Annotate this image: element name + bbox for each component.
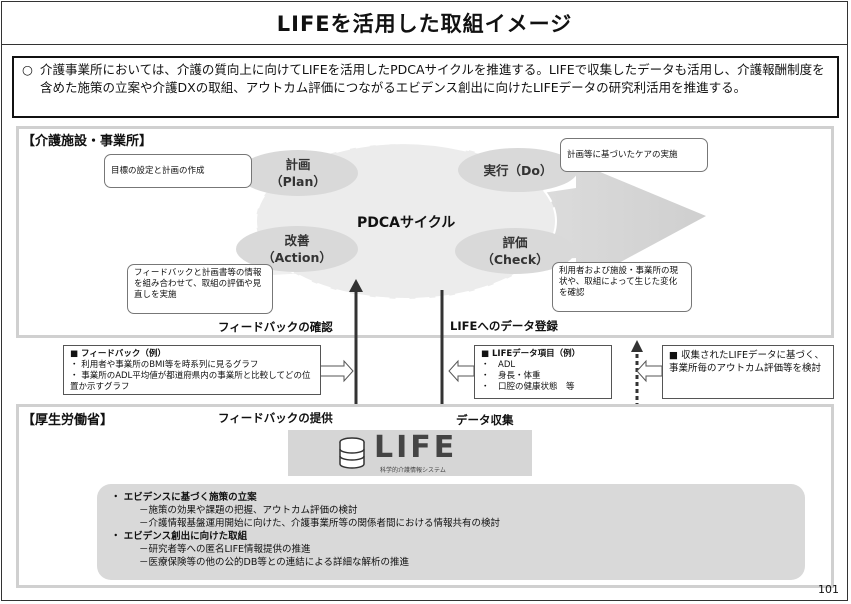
act-title: 改善 xyxy=(284,233,310,248)
life-items-hollow-arrow-icon xyxy=(448,359,475,383)
outcome-dotted-arrow-head xyxy=(631,340,643,352)
feedback-up-arrow-head xyxy=(349,279,363,292)
feedback-example-head: ■ フィードバック（例） xyxy=(70,349,166,359)
check-note: 利用者および施設・事業所の現状や、取組によって生じた変化を確認 xyxy=(552,262,692,312)
mhlw-label: 【厚生労働省】 xyxy=(22,413,114,428)
life-logo-box: LIFE 科学的介護情報システム xyxy=(288,430,532,476)
database-icon xyxy=(339,437,365,469)
feedback-example-item: ・ 利用者や事業所のBMI等を時系列に見るグラフ xyxy=(70,360,259,370)
life-data-item: ・ 身長・体重 xyxy=(481,371,541,381)
do-title: 実行（Do） xyxy=(483,162,553,178)
life-data-item: ・ ADL xyxy=(481,360,516,370)
feedback-provide-label: フィードバックの提供 xyxy=(218,411,333,425)
intro-bullet: ○ xyxy=(22,62,33,77)
check-sub: （Check） xyxy=(481,252,549,267)
feedback-example-item: ・ 事業所のADL平均値が都道府県内の事業所と比較してどの位置か示すグラフ xyxy=(70,371,311,392)
facility-label: 【介護施設・事業所】 xyxy=(22,134,153,149)
panel-heading-policy: ・ エビデンスに基づく施策の立案 xyxy=(111,492,257,503)
cycle-arrow-top xyxy=(345,141,467,152)
act-sub: （Action） xyxy=(262,250,332,265)
outcome-box: ■ 収集されたLIFEデータに基づく、事業所毎のアウトカム評価等を検討 xyxy=(662,345,834,399)
plan-title: 計画 xyxy=(285,157,311,172)
pdca-cycle-label: PDCAサイクル xyxy=(357,215,456,231)
policy-panel: ・ エビデンスに基づく施策の立案 －施策の効果や課題の把握、アウトカム評価の検討… xyxy=(97,484,805,580)
do-note: 計画等に基づいたケアの実施 xyxy=(560,138,708,172)
plan-note: 目標の設定と計画の作成 xyxy=(104,154,252,188)
outcome-hollow-arrow-icon xyxy=(636,359,663,383)
life-data-item: ・ 口腔の健康状態 等 xyxy=(481,382,575,392)
life-data-items-head: ■ LIFEデータ項目（例） xyxy=(481,349,581,359)
panel-item: －施策の効果や課題の把握、アウトカム評価の検討 xyxy=(139,505,358,516)
page-title: LIFEを活用した取組イメージ xyxy=(1,1,848,45)
feedback-example-box: ■ フィードバック（例） ・ 利用者や事業所のBMI等を時系列に見るグラフ ・ … xyxy=(63,345,321,395)
panel-item: －研究者等への匿名LIFE情報提供の推進 xyxy=(139,544,311,555)
life-data-items-box: ■ LIFEデータ項目（例） ・ ADL ・ 身長・体重 ・ 口腔の健康状態 等 xyxy=(474,345,612,399)
life-logo-text: LIFE xyxy=(374,430,458,465)
data-collect-label: データ収集 xyxy=(456,413,514,427)
panel-heading-evidence: ・ エビデンス創出に向けた取組 xyxy=(111,531,248,542)
feedback-confirm-label: フィードバックの確認 xyxy=(218,320,333,334)
do-ellipse: 実行（Do） xyxy=(458,148,578,192)
check-title: 評価 xyxy=(502,235,528,250)
plan-sub: （Plan） xyxy=(270,174,326,189)
panel-item: －介護情報基盤運用開始に向けた、介護事業所等の関係者間における情報共有の検討 xyxy=(139,518,501,529)
intro-text: 介護事業所においては、介護の質向上に向けてLIFEを活用したPDCAサイクルを推… xyxy=(40,62,825,95)
act-note: フィードバックと計画書等の情報を組み合わせて、取組の評価や見直しを実施 xyxy=(127,264,273,314)
data-register-label: LIFEへのデータ登録 xyxy=(450,319,558,333)
panel-item: －医療保険等の他の公的DB等との連結による詳細な解析の推進 xyxy=(139,557,409,568)
feedback-hollow-arrow-icon xyxy=(318,359,354,383)
intro-box: ○ 介護事業所においては、介護の質向上に向けてLIFEを活用したPDCAサイクル… xyxy=(12,56,839,118)
life-logo-subtitle: 科学的介護情報システム xyxy=(380,467,446,474)
plan-ellipse: 計画 （Plan） xyxy=(238,150,358,196)
page-number: 101 xyxy=(818,583,839,596)
cycle-arrow-bottom xyxy=(345,292,467,303)
